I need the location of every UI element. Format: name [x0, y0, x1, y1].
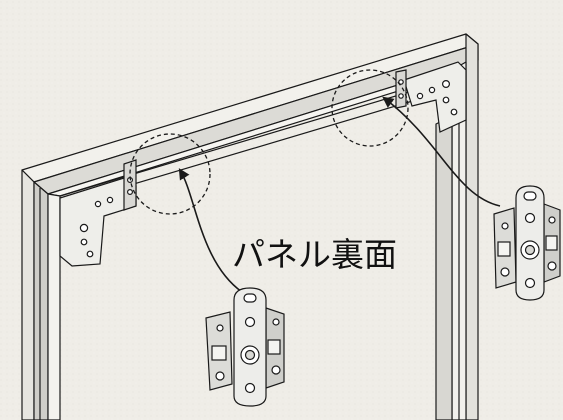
left-corner-bracket [59, 159, 137, 267]
right-hanger-arrow [382, 96, 501, 207]
left-hanger-arrow [178, 168, 243, 293]
left-hanger-fitting [205, 287, 285, 407]
right-hanger-fitting [493, 185, 561, 301]
right-corner-bracket [395, 61, 467, 133]
right-corner-bracket-callout [331, 69, 409, 147]
left-corner-bracket-callout [129, 133, 211, 215]
panel-back-label: パネル裏面 [232, 235, 397, 274]
panel-frame [21, 33, 479, 420]
